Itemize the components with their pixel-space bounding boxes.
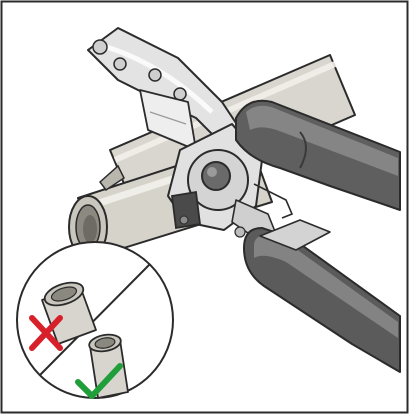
inset-pipe-wrong bbox=[41, 281, 97, 345]
handle-upper bbox=[235, 99, 401, 211]
check-icon bbox=[75, 363, 123, 399]
rivet-2 bbox=[113, 57, 127, 71]
cutter-pivot-body bbox=[167, 123, 294, 241]
rivet-1 bbox=[92, 39, 108, 55]
rivet-3 bbox=[148, 68, 162, 82]
inset-pipe-right bbox=[88, 333, 129, 399]
cross-icon bbox=[29, 315, 63, 351]
handle-lower bbox=[243, 219, 401, 373]
inset-circle bbox=[16, 241, 174, 399]
pivot-bolt bbox=[201, 161, 231, 191]
